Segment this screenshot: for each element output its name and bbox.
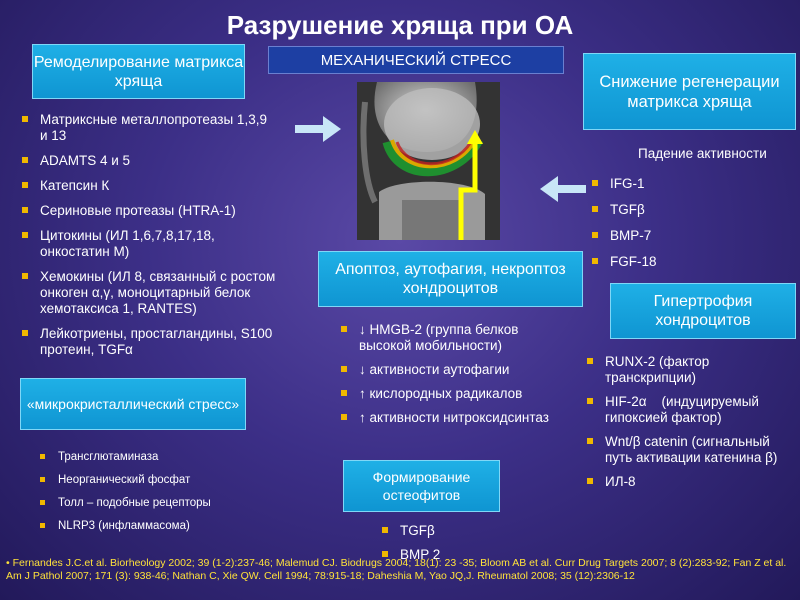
- osteophytes-list: TGFβ BMP 2: [378, 523, 498, 563]
- page-title: Разрушение хряща при ОА: [226, 10, 574, 40]
- list-item: BMP 2: [378, 547, 498, 563]
- list-item: TGFβ: [588, 202, 788, 218]
- list-item: IFG-1: [588, 176, 788, 192]
- list-item: Трансглютаминаза: [36, 450, 266, 464]
- apoptosis-box: Апоптоз, аутофагия, некроптоз хондроцито…: [318, 251, 583, 307]
- remodeling-box: Ремоделирование матрикса хряща: [32, 44, 245, 99]
- hypertrophy-list: RUNX-2 (фактор транскрипции) HIF-2α (инд…: [583, 354, 795, 490]
- list-item: ↑ активности нитроксидсинтаз: [337, 410, 567, 426]
- list-item: ADAMTS 4 и 5: [18, 153, 278, 169]
- list-item: Лейкотриены, простагландины, S100 протеи…: [18, 326, 295, 358]
- list-item: Неорганический фосфат: [36, 473, 266, 487]
- growth-factors-list: IFG-1 TGFβ BMP-7 FGF-18: [588, 176, 788, 270]
- list-item: HIF-2α (индуцируемый гипоксией фактор): [583, 394, 795, 426]
- list-item: Матриксные металлопротеазы 1,3,9 и 13: [18, 112, 278, 144]
- activity-decline-heading: Падение активности: [638, 146, 767, 161]
- list-item: RUNX-2 (фактор транскрипции): [583, 354, 795, 386]
- osteophytes-box: Формирование остеофитов: [343, 460, 500, 512]
- list-item: BMP-7: [588, 228, 788, 244]
- list-item: TGFβ: [378, 523, 498, 539]
- list-item: Сериновые протеазы (HTRA-1): [18, 203, 278, 219]
- list-item: ↑ кислородных радикалов: [337, 386, 567, 402]
- list-item: Хемокины (ИЛ 8, связанный с ростом онког…: [18, 269, 278, 317]
- list-item: ИЛ-8: [583, 474, 795, 490]
- list-item: Wnt/β catenin (сигнальный путь активации…: [583, 434, 795, 466]
- list-item: Цитокины (ИЛ 1,6,7,8,17,18, онкостатин М…: [18, 228, 268, 260]
- mechanical-stress-box: МЕХАНИЧЕСКИЙ СТРЕСС: [268, 46, 564, 74]
- left-arrow-icon: [540, 176, 586, 202]
- hypertrophy-box: Гипертрофия хондроцитов: [610, 283, 796, 339]
- list-item: Толл – подобные рецепторы: [36, 496, 266, 510]
- mri-knee-image: [357, 82, 500, 240]
- list-item: Катепсин К: [18, 178, 278, 194]
- regeneration-decline-box: Снижение регенерации матрикса хряща: [583, 53, 796, 130]
- microcrystal-stress-box: «микрокристаллический стресс»: [20, 378, 246, 430]
- remodeling-list: Матриксные металлопротеазы 1,3,9 и 13 AD…: [18, 112, 278, 358]
- apoptosis-factors-list: ↓ HMGB-2 (группа белков высокой мобильно…: [337, 322, 567, 426]
- references: • Fernandes J.C.et al. Biorheology 2002;…: [6, 557, 787, 582]
- list-item: ↓ активности аутофагии: [337, 362, 567, 378]
- microcrystal-list: Трансглютаминаза Неорганический фосфат Т…: [36, 450, 266, 542]
- list-item: FGF-18: [588, 254, 788, 270]
- right-arrow-icon: [295, 116, 341, 142]
- list-item: NLRP3 (инфламмасома): [36, 519, 266, 533]
- list-item: ↓ HMGB-2 (группа белков высокой мобильно…: [337, 322, 567, 354]
